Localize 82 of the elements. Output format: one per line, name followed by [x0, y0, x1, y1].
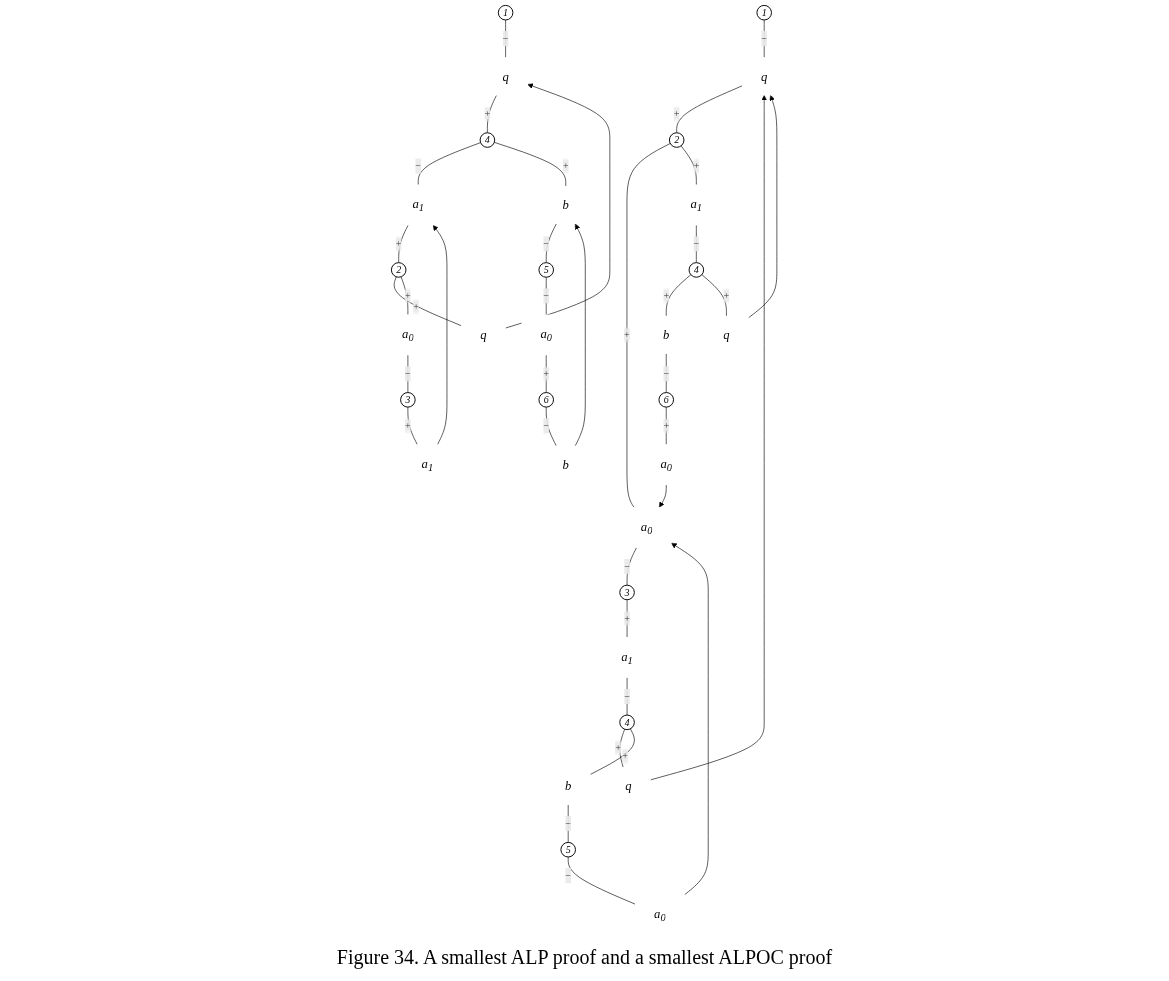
edge-label: − — [663, 368, 669, 379]
edge-label: − — [761, 32, 767, 44]
node-text: q — [625, 779, 632, 793]
node-text: q — [723, 327, 730, 342]
node-text: a$_{1}$ — [690, 196, 702, 214]
connector — [567, 856, 636, 905]
node-circle: 5 — [538, 262, 554, 278]
connector — [493, 142, 566, 187]
node-text: b — [562, 457, 569, 472]
connector — [545, 276, 547, 315]
node-circle: 4 — [619, 714, 635, 731]
connector — [626, 677, 628, 716]
edge-label: − — [543, 420, 549, 431]
edge-label: − — [415, 160, 421, 172]
connector — [567, 804, 569, 843]
edge-label: − — [693, 238, 699, 250]
edge-label: − — [565, 869, 571, 881]
node-circle: 3 — [399, 392, 416, 408]
edge-label: + — [404, 420, 411, 431]
figure-caption: Figure 34. A smallest ALP proof and a smallest ALPOC proof — [336, 945, 833, 971]
connector — [505, 19, 506, 58]
node-circle: 4 — [479, 132, 495, 148]
node-text: b — [564, 779, 572, 793]
edge-label: − — [404, 368, 411, 379]
edge-label: − — [502, 32, 509, 44]
edge-label: + — [404, 290, 411, 301]
node-text: b — [662, 327, 670, 342]
node-text: a$_{1}$ — [621, 649, 633, 667]
node-text: a$_{1}$ — [412, 196, 424, 214]
node-circle: 6 — [538, 392, 554, 408]
connector — [589, 728, 635, 775]
node-circle: 1 — [497, 4, 514, 21]
node-text: q — [760, 69, 768, 84]
edge-label: − — [543, 238, 549, 250]
node-circle: 2 — [390, 262, 407, 278]
edge-label: + — [673, 108, 680, 120]
connector — [398, 224, 409, 263]
connector — [665, 353, 667, 393]
edge-label: + — [543, 368, 549, 379]
edge-label: + — [623, 329, 630, 340]
edge-label: + — [614, 742, 621, 753]
connector — [763, 19, 765, 58]
edge-label: − — [565, 818, 571, 829]
edge-label: + — [693, 160, 699, 172]
edge-label: + — [663, 420, 669, 431]
connector — [695, 224, 697, 263]
node-text: a$_{0}$ — [401, 326, 414, 344]
node-text: a$_{0}$ — [660, 456, 672, 474]
connector — [701, 274, 727, 317]
node-circle: 6 — [658, 392, 674, 408]
node-text: q — [502, 69, 509, 84]
edge-label: + — [484, 108, 491, 120]
node-text: b — [562, 198, 569, 212]
node-circle: 5 — [560, 841, 576, 858]
edge-label: + — [663, 290, 669, 301]
node-circle: 3 — [619, 584, 635, 601]
edge-label: + — [562, 160, 569, 172]
connector — [400, 276, 408, 315]
node-text: a$_{0}$ — [653, 906, 666, 924]
node-text: q — [480, 327, 487, 342]
edge-label: + — [412, 301, 419, 312]
edge-label: + — [723, 290, 730, 301]
node-text: a$_{1}$ — [421, 456, 434, 474]
connector — [393, 276, 462, 326]
edge-label: − — [623, 690, 630, 702]
connector — [545, 223, 557, 263]
edge-label: − — [543, 290, 549, 301]
edge-label: + — [623, 612, 630, 624]
node-circle: 1 — [756, 4, 772, 21]
connector — [676, 85, 743, 134]
node-circle: 4 — [688, 262, 704, 278]
edge-label: + — [622, 750, 628, 762]
node-text: a$_{0}$ — [640, 519, 653, 537]
connector — [407, 354, 408, 393]
node-circle: 2 — [668, 132, 685, 148]
connector — [626, 547, 637, 586]
edge-label: + — [395, 238, 402, 250]
edge-label: − — [623, 560, 630, 572]
connector — [619, 728, 625, 768]
connector — [417, 142, 481, 186]
connector — [407, 406, 418, 445]
connector — [545, 406, 557, 447]
